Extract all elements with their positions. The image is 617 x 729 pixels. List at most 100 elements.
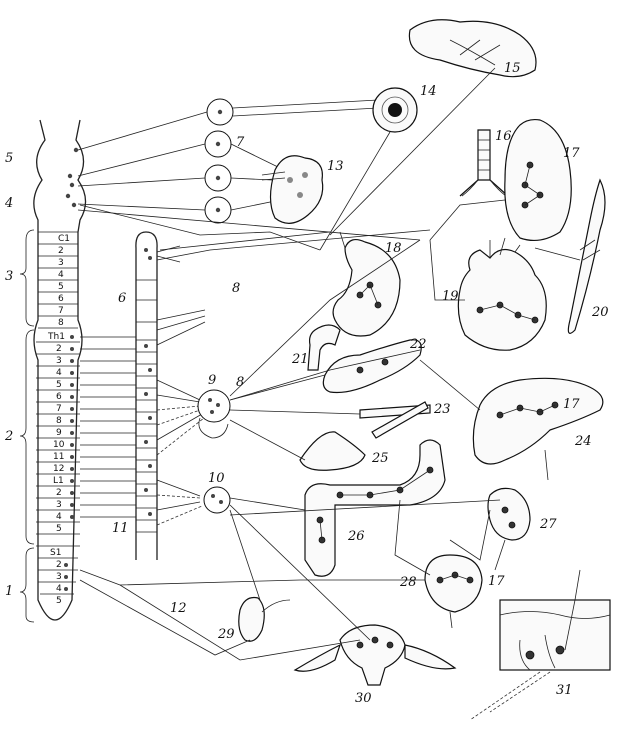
- label-8-upper: 8: [232, 281, 240, 296]
- label-18: 18: [385, 241, 402, 256]
- label-12: 12: [170, 601, 187, 616]
- seg-c3: 3: [58, 258, 64, 268]
- label-17-lung: 17: [563, 146, 580, 161]
- seg-l5: 5: [56, 524, 62, 534]
- seg-th6: 6: [56, 392, 62, 402]
- spleen: [300, 432, 365, 470]
- seg-c4: 4: [58, 270, 64, 280]
- eye: [373, 88, 417, 132]
- seg-l3: 3: [56, 500, 62, 510]
- cervical-labels: C1 2 3 4 5 6 7 8: [58, 234, 70, 328]
- label-16: 16: [495, 129, 512, 144]
- label-15: 15: [504, 61, 521, 76]
- seg-s3: 3: [56, 572, 62, 582]
- vessel-23-fiber: [230, 410, 360, 414]
- seg-th11: 11: [53, 452, 64, 462]
- label-24: 24: [574, 434, 592, 449]
- seg-s2: 2: [56, 560, 62, 570]
- label-6: 6: [118, 291, 126, 306]
- skin-section: [470, 570, 610, 720]
- seg-th3: 3: [56, 356, 62, 366]
- seg-l4: 4: [56, 512, 62, 522]
- label-9: 9: [208, 373, 216, 388]
- label-13: 13: [327, 159, 344, 174]
- seg-th5: 5: [56, 380, 62, 390]
- label-25: 25: [371, 451, 389, 466]
- label-10: 10: [208, 471, 225, 486]
- seg-s5: 5: [56, 596, 62, 606]
- label-19: 19: [442, 289, 459, 304]
- heart: [458, 238, 546, 350]
- label-30: 30: [355, 691, 372, 706]
- seg-s4: 4: [56, 584, 62, 594]
- cord-to-trunk-fibers: [80, 337, 136, 517]
- uterus: [295, 625, 455, 685]
- label-5: 5: [5, 151, 13, 166]
- seg-l2: 2: [56, 488, 62, 498]
- seg-c2: 2: [58, 246, 64, 256]
- label-21: 21: [291, 352, 309, 367]
- parotid-gland: [262, 156, 323, 224]
- seg-c6: 6: [58, 294, 64, 304]
- seg-th12: 12: [53, 464, 64, 474]
- label-28: 28: [399, 575, 417, 590]
- label-31: 31: [556, 683, 573, 698]
- cerebellum-fiber: [330, 68, 495, 235]
- vessel: [360, 402, 430, 438]
- testis: [239, 598, 290, 642]
- seg-th9: 9: [56, 428, 62, 438]
- label-26: 26: [347, 529, 365, 544]
- seg-l1: L1: [53, 476, 64, 486]
- label-3: 3: [5, 269, 13, 284]
- label-17-liver: 17: [563, 397, 580, 412]
- sacral-labels: S1 2 3 4 5: [50, 548, 62, 606]
- seg-s1: S1: [50, 548, 61, 558]
- label-17-bladder: 17: [488, 574, 505, 589]
- seg-th7: 7: [56, 404, 62, 414]
- label-23: 23: [433, 402, 451, 417]
- celiac-ganglion: [198, 390, 230, 438]
- seg-th8: 8: [56, 416, 62, 426]
- cranial-fibers: [78, 100, 420, 240]
- lung: [505, 120, 571, 241]
- thoracic-labels: Th1 2 3 4 5 6 7 8 9 10 11 12: [47, 332, 65, 474]
- spleen-fiber: [230, 420, 305, 460]
- vessel-fiber: [535, 248, 580, 260]
- label-29: 29: [217, 627, 235, 642]
- seg-c8: 8: [58, 318, 64, 328]
- seg-c7: 7: [58, 306, 64, 316]
- bladder: [425, 555, 482, 628]
- label-8-lower: 8: [236, 375, 244, 390]
- label-2: 2: [4, 429, 13, 444]
- trunk-to-prevertebral: [157, 310, 205, 525]
- seg-th4: 4: [56, 368, 62, 378]
- cord-nuclei: [64, 148, 78, 591]
- lumbar-labels: L1 2 3 4 5: [53, 476, 64, 534]
- trunk-segments: [136, 280, 157, 532]
- lung-fiber: [430, 200, 505, 240]
- eye-to-trunk-fiber: [320, 132, 390, 250]
- label-11: 11: [112, 521, 129, 536]
- label-20: 20: [591, 305, 609, 320]
- mesenteric-ganglion: [204, 487, 230, 513]
- label-22: 22: [409, 337, 427, 352]
- pancreas: [323, 340, 421, 393]
- label-27: 27: [539, 517, 557, 532]
- stomach-fiber: [340, 232, 345, 248]
- trunk-ganglia-dots: [144, 248, 152, 516]
- seg-c5: 5: [58, 282, 64, 292]
- label-1: 1: [5, 584, 13, 599]
- seg-th2: 2: [56, 344, 62, 354]
- sympathetic-trunk: [136, 232, 157, 560]
- seg-th1: Th1: [47, 332, 65, 342]
- region-brackets: [20, 230, 34, 622]
- label-7: 7: [236, 135, 245, 150]
- label-4: 4: [4, 196, 13, 211]
- seg-c1: C1: [58, 234, 70, 244]
- seg-th10: 10: [53, 440, 65, 450]
- colon-fiber: [230, 498, 305, 510]
- cranial-ganglia: [205, 99, 233, 223]
- label-14: 14: [420, 84, 437, 99]
- liver: [473, 378, 603, 480]
